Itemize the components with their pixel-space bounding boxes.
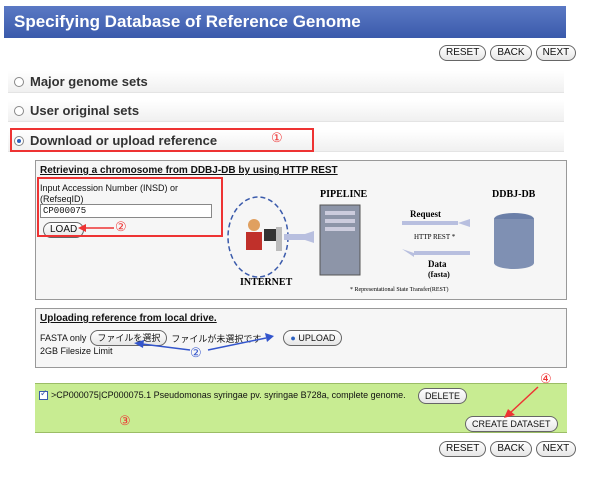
fasta-only-label: FASTA only bbox=[40, 333, 87, 343]
upload-row: FASTA only ファイルを選択 ファイルが未選択です ● UPLOAD bbox=[40, 330, 343, 346]
radio-major[interactable] bbox=[14, 77, 24, 87]
highlight-box-1 bbox=[10, 128, 314, 152]
option-user-original-sets[interactable]: User original sets bbox=[8, 100, 564, 122]
request-arrow bbox=[458, 219, 470, 227]
accession-label: Input Accession Number (INSD) or (Refseq… bbox=[40, 183, 179, 204]
radio-user[interactable] bbox=[14, 106, 24, 116]
upload-title: Uploading reference from local drive. bbox=[40, 313, 217, 324]
ddbj-label: DDBJ-DB bbox=[492, 189, 536, 200]
marker-3: ③ bbox=[119, 413, 131, 428]
http-rest-label: HTTP REST * bbox=[414, 233, 456, 241]
upload-button-label: UPLOAD bbox=[298, 333, 336, 343]
choose-file-button[interactable]: ファイルを選択 bbox=[90, 330, 168, 346]
reset-button-bottom[interactable]: RESET bbox=[439, 441, 487, 457]
next-button-bottom[interactable]: NEXT bbox=[535, 441, 577, 457]
retrieve-title: Retrieving a chromosome from DDBJ-DB by … bbox=[40, 165, 338, 176]
marker-1: ① bbox=[271, 130, 283, 145]
option-user-label: User original sets bbox=[30, 103, 140, 118]
create-dataset-button[interactable]: CREATE DATASET bbox=[465, 416, 558, 432]
computer-tower-icon bbox=[276, 227, 282, 251]
marker-2a: ② bbox=[115, 219, 127, 234]
filesize-limit: 2GB Filesize Limit bbox=[40, 346, 113, 356]
arrow-to-load bbox=[78, 224, 114, 232]
no-file-label: ファイルが未選択です bbox=[171, 333, 262, 344]
request-label: Request bbox=[410, 209, 441, 219]
person-icon bbox=[248, 219, 260, 231]
arrow-shaft bbox=[284, 234, 314, 240]
data-arrow bbox=[402, 249, 414, 257]
pipeline-server-icon bbox=[319, 204, 361, 276]
fasta-label: (fasta) bbox=[428, 270, 450, 279]
delete-button[interactable]: DELETE bbox=[418, 388, 468, 404]
option-major-genome-sets[interactable]: Major genome sets bbox=[8, 71, 564, 93]
back-button[interactable]: BACK bbox=[490, 45, 532, 61]
marker-2b: ② bbox=[190, 345, 202, 360]
entry-text: >CP000075|CP000075.1 Pseudomonas syringa… bbox=[51, 390, 406, 400]
bottom-nav-buttons: RESET BACK NEXT bbox=[439, 441, 577, 457]
upload-button[interactable]: ● UPLOAD bbox=[283, 330, 343, 346]
pipeline-label: PIPELINE bbox=[320, 189, 368, 200]
marker-4: ④ bbox=[540, 371, 552, 386]
arrow-to-create bbox=[504, 386, 539, 418]
option-download-label: Download or upload reference bbox=[30, 133, 218, 148]
internet-label: INTERNET bbox=[240, 277, 293, 288]
blue-arrows bbox=[134, 333, 274, 351]
retrieve-panel: Retrieving a chromosome from DDBJ-DB by … bbox=[35, 160, 567, 300]
back-button-bottom[interactable]: BACK bbox=[490, 441, 532, 457]
option-download-upload[interactable]: Download or upload reference bbox=[8, 130, 564, 152]
rest-diagram: PIPELINE DDBJ-DB INTERNET Request HTTP R… bbox=[227, 189, 536, 293]
person-body-icon bbox=[246, 232, 262, 250]
top-nav-buttons: RESET BACK NEXT bbox=[439, 45, 577, 61]
highlight-box-2 bbox=[37, 177, 223, 237]
page-title: Specifying Database of Reference Genome bbox=[4, 6, 566, 38]
result-panel: >CP000075|CP000075.1 Pseudomonas syringa… bbox=[35, 383, 567, 433]
upload-icon: ● bbox=[290, 333, 299, 343]
option-major-label: Major genome sets bbox=[30, 74, 148, 89]
reset-button[interactable]: RESET bbox=[439, 45, 487, 61]
next-button[interactable]: NEXT bbox=[535, 45, 577, 61]
accession-input[interactable]: CP000075 bbox=[40, 204, 212, 218]
radio-download[interactable] bbox=[14, 136, 24, 146]
entry-checkbox[interactable] bbox=[39, 389, 48, 400]
upload-panel: Uploading reference from local drive. FA… bbox=[35, 308, 567, 368]
data-label: Data bbox=[428, 259, 447, 269]
rest-footnote: * Representational State Transfer(REST) bbox=[350, 286, 448, 293]
